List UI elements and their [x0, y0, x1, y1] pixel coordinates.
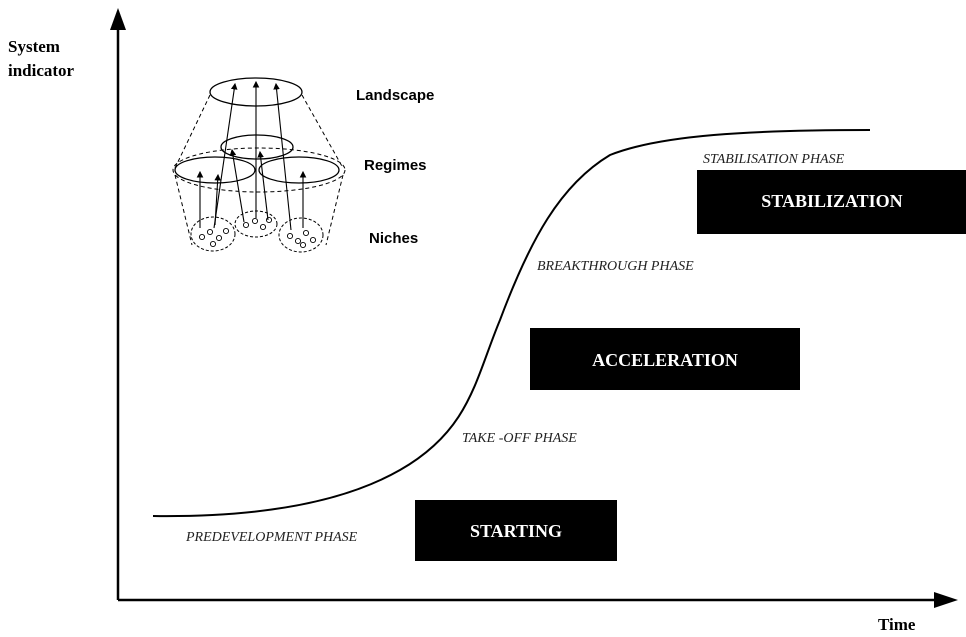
- regime-ellipse-center: [220, 134, 294, 160]
- niche-cluster-left: [190, 216, 236, 252]
- mlp-label-landscape: Landscape: [356, 87, 434, 104]
- mlp-label-regimes: Regimes: [364, 157, 427, 174]
- stage-label-stabilization: STABILIZATION: [761, 191, 902, 211]
- y-axis-arrow-icon: [110, 8, 126, 30]
- y-axis: [110, 8, 126, 600]
- phase-label-predevelopment: PREDEVELOPMENT PHASE: [185, 530, 358, 545]
- regime-ellipse-left: [174, 156, 256, 184]
- phase-label-take-off: TAKE -OFF PHASE: [462, 431, 577, 446]
- x-axis: [118, 592, 958, 608]
- multilevel-perspective-figure: [172, 77, 346, 253]
- x-axis-title: Time: [878, 615, 916, 634]
- s-curve: [152, 129, 871, 518]
- mlp-label-niches: Niches: [369, 230, 418, 247]
- y-axis-title-line1: System: [8, 37, 60, 56]
- stage-box-acceleration: ACCELERATION: [530, 328, 800, 390]
- phase-label-stabilisation: STABILISATION PHASE: [703, 152, 845, 167]
- phase-label-breakthrough: BREAKTHROUGH PHASE: [537, 259, 694, 274]
- stage-box-starting: STARTING: [415, 500, 617, 561]
- regimes-outer-dashed: [172, 147, 346, 193]
- y-axis-title-line2: indicator: [8, 61, 75, 80]
- niche-cluster-right: [278, 217, 324, 253]
- x-axis-arrow-icon: [934, 592, 958, 608]
- stage-box-stabilization: STABILIZATION: [697, 170, 966, 234]
- stage-label-starting: STARTING: [470, 521, 562, 541]
- regime-ellipse-right: [258, 156, 340, 184]
- stage-label-acceleration: ACCELERATION: [592, 350, 738, 370]
